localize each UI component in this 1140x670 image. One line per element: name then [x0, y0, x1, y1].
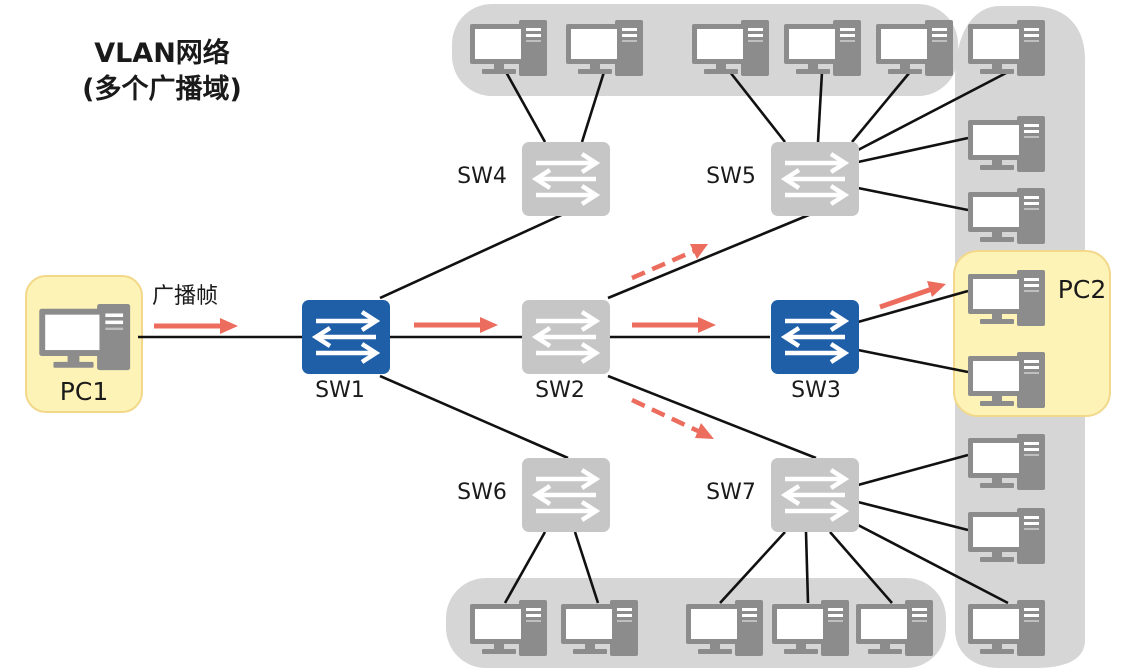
arrow-dashed-down [631, 397, 714, 439]
switch-sw3 [771, 300, 859, 374]
link-sw3-pc2b [857, 348, 969, 374]
title-line1: VLAN网络 [94, 37, 230, 69]
links [138, 70, 1009, 605]
switch-sw1 [302, 300, 390, 374]
pc1-label: PC1 [60, 377, 108, 406]
pc2-label: PC2 [1058, 275, 1106, 304]
arrow-pc1-sw1 [154, 318, 238, 334]
sw7-label: SW7 [706, 480, 756, 505]
broadcast-frame-label: 广播帧 [152, 284, 218, 309]
link-sw1-sw6 [379, 374, 569, 460]
broadcast-arrows [154, 244, 946, 439]
link-sw2-sw7 [607, 374, 817, 460]
sw3-label: SW3 [791, 378, 841, 403]
link-sw3-pc2a [857, 289, 969, 324]
switch-sw7 [771, 458, 859, 532]
arrow-sw2-sw3 [632, 317, 716, 333]
sw2-label: SW2 [535, 378, 585, 403]
title-line2: (多个广播域) [82, 74, 242, 105]
sw6-label: SW6 [457, 480, 507, 505]
switch-sw5 [771, 142, 859, 216]
switch-sw6 [522, 458, 610, 532]
sw5-label: SW5 [706, 164, 756, 189]
arrow-dashed-up [631, 244, 708, 281]
switch-sw4 [522, 142, 610, 216]
arrow-sw1-sw2 [414, 317, 498, 333]
link-sw1-sw4 [379, 210, 569, 300]
sw4-label: SW4 [457, 164, 507, 189]
link-sw2-sw5 [607, 210, 817, 300]
arrow-sw3-pc2 [879, 281, 946, 310]
sw1-label: SW1 [315, 378, 365, 403]
switch-sw2 [522, 300, 610, 374]
